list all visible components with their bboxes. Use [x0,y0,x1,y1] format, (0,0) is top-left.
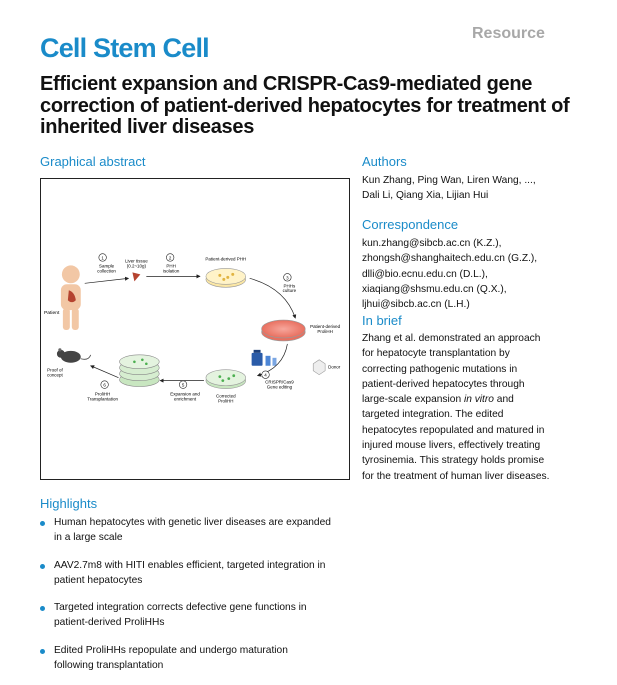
phh-label: Patient-derived PHH [205,256,246,261]
step-label: enrichment [174,397,197,402]
step-label: Sample [99,263,115,268]
step-label: PHHs [284,283,296,288]
step-badge [100,380,109,389]
in-brief-heading: In brief [362,313,402,328]
patient-label: Patient [44,310,60,316]
prolihh-label: Patient-derived [310,324,341,329]
tissue-label: Liver tissue [125,258,148,263]
highlight-item: AAV2.7m8 with HITI enables efficient, ta… [40,558,360,589]
tissue-label: (0.2~10g) [127,263,147,268]
email-link[interactable]: xiaqiang@shsmu.edu.cn (Q.X.), [362,283,507,295]
patient-figure-icon [60,265,81,330]
prolihh-dish-icon [261,319,306,342]
step-number: 6 [103,383,106,388]
step-label: isolation [163,268,180,273]
step-label: CRISPR/Cas9 [265,380,294,385]
article-title: Efficient expansion and CRISPR-Cas9-medi… [40,73,570,138]
crispr-reagent-icon [251,349,277,366]
correspondence-heading: Correspondence [362,217,459,232]
mouse-icon [56,348,92,363]
correspondence-emails: kun.zhang@sibcb.ac.cn (K.Z.), zhongsh@sh… [362,236,537,312]
bullet-icon [40,648,45,654]
donor-icon [312,359,326,376]
step-label: Transplantation [87,397,118,402]
phh-dish-icon [205,268,246,288]
highlight-item: Edited ProliHHs repopulate and undergo m… [40,643,360,674]
flow-arrow [249,278,297,319]
step-number: 3 [286,275,289,280]
highlight-item: Human hepatocytes with genetic liver dis… [40,515,360,546]
bullet-icon [40,563,45,569]
highlights-heading: Highlights [40,496,98,511]
email-link[interactable]: ljhui@sibcb.ac.cn (L.H.) [362,299,470,311]
prolihh-label: ProliHH [317,329,332,334]
liver-tissue-icon [132,272,141,282]
email-link[interactable]: zhongsh@shanghaitech.edu.cn (G.Z.), [362,253,538,265]
highlights-list: Human hepatocytes with genetic liver dis… [40,515,360,685]
corrected-label: Corrected [216,394,236,399]
graphical-abstract-heading: Graphical abstract [40,154,146,169]
graphical-abstract-figure: Patient 1 Sample collection Liver tissue… [44,253,341,404]
step-number: 5 [182,383,185,388]
email-link[interactable]: dlli@bio.ecnu.edu.cn (D.L.), [362,268,488,280]
step-badge [166,253,175,262]
step-label: PHH [166,263,175,268]
corrected-label: ProliHH [218,399,233,404]
journal-name: Cell Stem Cell [40,33,210,63]
proof-label: Proof of [47,368,63,373]
step-badge [283,273,292,282]
step-label: Expansion and [170,392,200,397]
in-brief-text: Zhang et al. demonstrated an approach fo… [362,333,550,482]
step-number: 2 [169,255,172,260]
graphical-abstract: Patient 1 Sample collection Liver tissue… [40,178,350,480]
flow-arrow [90,365,119,378]
step-number: 1 [101,255,104,260]
donor-label: Donor [328,365,341,370]
email-link[interactable]: kun.zhang@sibcb.ac.cn (K.Z.), [362,238,502,249]
in-vitro-italic: in vitro [463,394,494,406]
author-list: Kun Zhang, Ping Wan, Liren Wang, ..., Da… [362,175,536,202]
step-number: 4 [264,373,267,378]
dish-stack-icon [119,354,160,387]
step-label: Gene editing [267,385,293,390]
step-label: ProliHH [95,392,110,397]
step-label: culture [283,288,297,293]
flow-arrow [84,276,130,284]
bullet-icon [40,606,45,612]
step-badge [261,370,270,379]
step-badge [98,253,107,262]
step-badge [179,380,188,389]
corrected-dish-icon [205,369,246,389]
step-label: collection [97,268,116,273]
highlight-item: Targeted integration corrects defective … [40,600,360,631]
article-type: Resource [472,25,545,42]
authors-heading: Authors [362,154,407,169]
proof-label: concept [47,373,63,378]
bullet-icon [40,521,45,526]
